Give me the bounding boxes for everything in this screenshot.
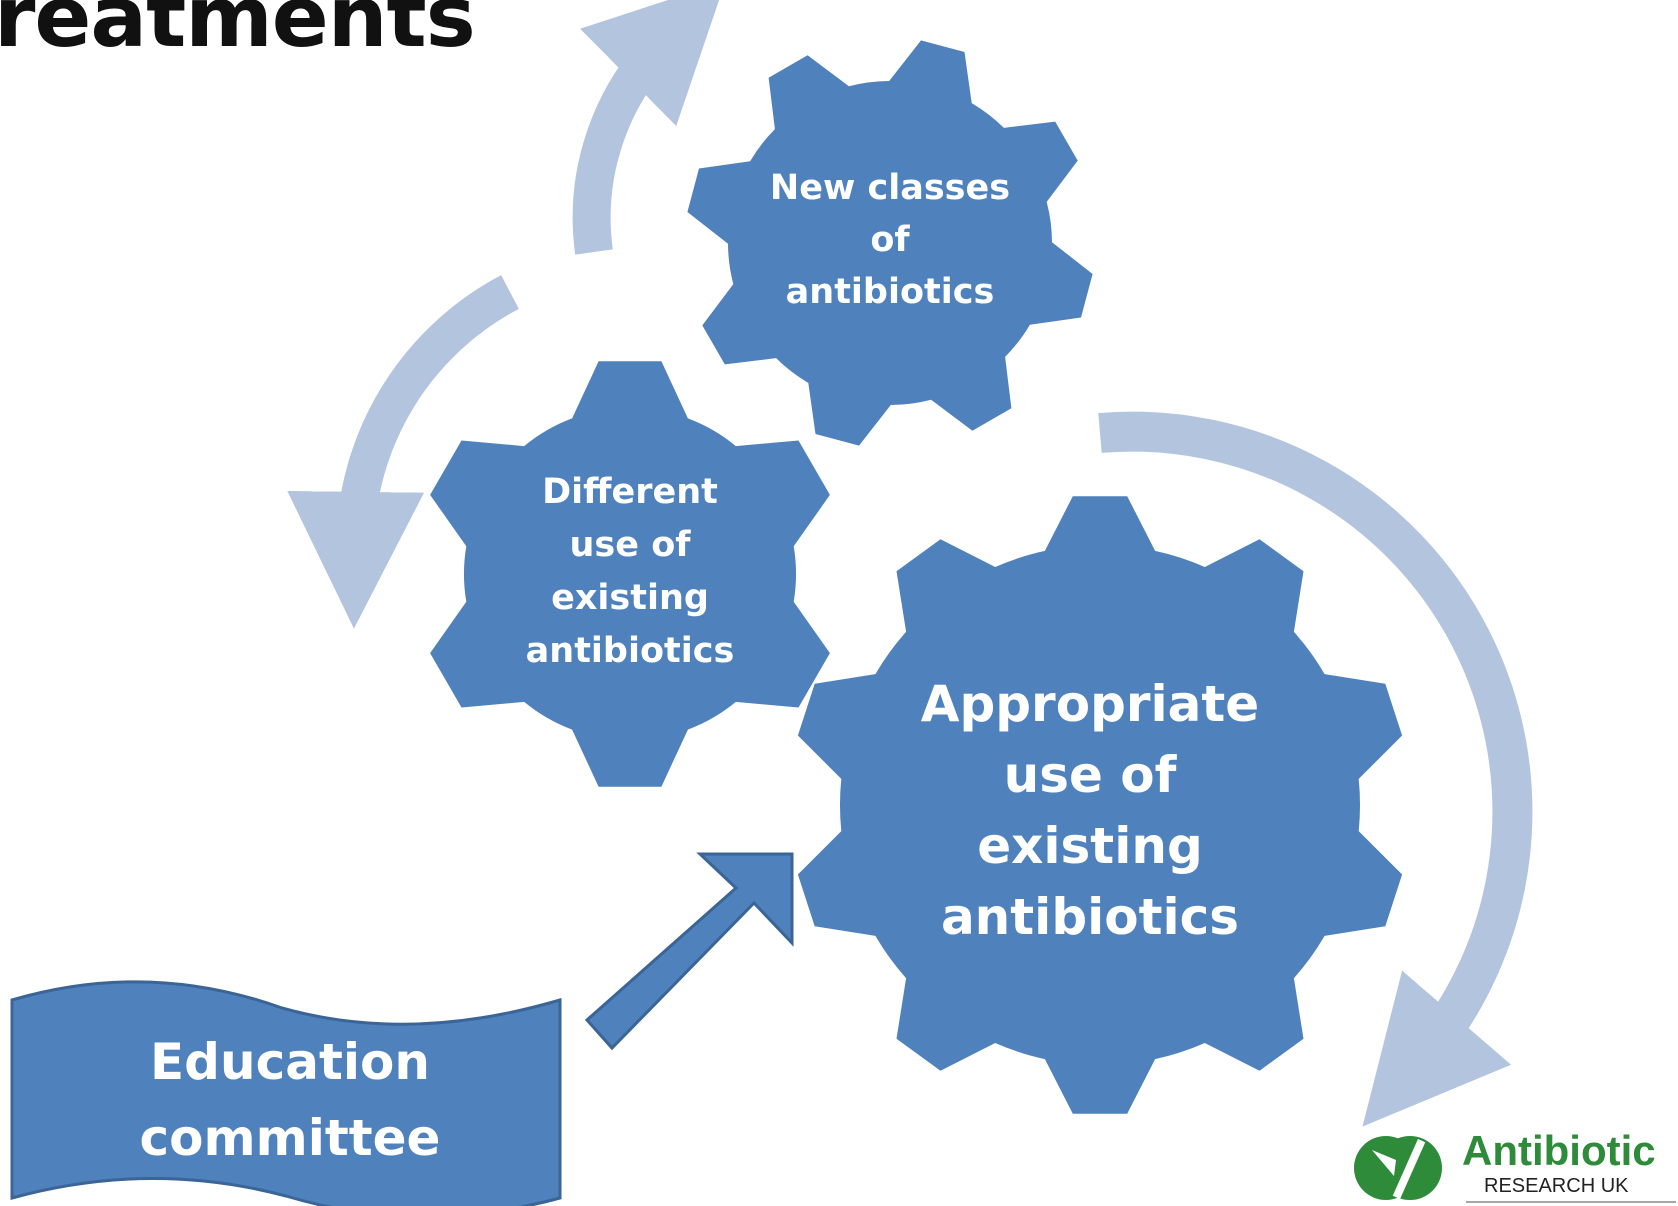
gear-label-line: Appropriate bbox=[920, 675, 1260, 733]
antibiotic-research-logo: Antibiotic RESEARCH UK bbox=[1346, 1126, 1676, 1206]
banner-label-line: committee bbox=[139, 1109, 441, 1167]
cycle-arrow-right bbox=[1098, 411, 1533, 1127]
slide-title: reatments bbox=[0, 0, 476, 66]
cycle-arrow-top bbox=[572, 0, 726, 255]
gear-label-line: of bbox=[870, 220, 910, 260]
cycle-arrow-left bbox=[287, 275, 519, 629]
education-banner bbox=[10, 980, 562, 1206]
education-banner-label: Education committee bbox=[40, 1020, 540, 1180]
gear-different-use-label: Different use of existing antibiotics bbox=[480, 462, 780, 682]
gear-label-line: use of bbox=[1003, 746, 1177, 804]
logo-name: Antibiotic bbox=[1462, 1127, 1656, 1174]
gear-label-line: use of bbox=[569, 525, 691, 565]
gear-label-line: antibiotics bbox=[785, 272, 995, 312]
gear-label-line: New classes bbox=[769, 168, 1011, 208]
gear-different-use bbox=[430, 361, 830, 787]
gear-label-line: antibiotics bbox=[940, 888, 1240, 946]
gear-new-classes bbox=[687, 40, 1093, 446]
gear-label-line: existing bbox=[551, 578, 709, 618]
gear-label-line: existing bbox=[977, 817, 1203, 875]
gear-appropriate-use bbox=[797, 496, 1403, 1114]
gear-label-line: Different bbox=[542, 472, 718, 512]
gear-new-classes-label: New classes of antibiotics bbox=[740, 160, 1040, 320]
gear-label-line: antibiotics bbox=[525, 631, 735, 671]
antibiotic-research-logo-mark bbox=[1354, 1136, 1676, 1203]
education-arrow bbox=[584, 852, 794, 1051]
logo-subtitle: RESEARCH UK bbox=[1484, 1175, 1629, 1197]
banner-label-line: Education bbox=[150, 1033, 430, 1091]
gear-appropriate-use-label: Appropriate use of existing antibiotics bbox=[880, 666, 1300, 956]
